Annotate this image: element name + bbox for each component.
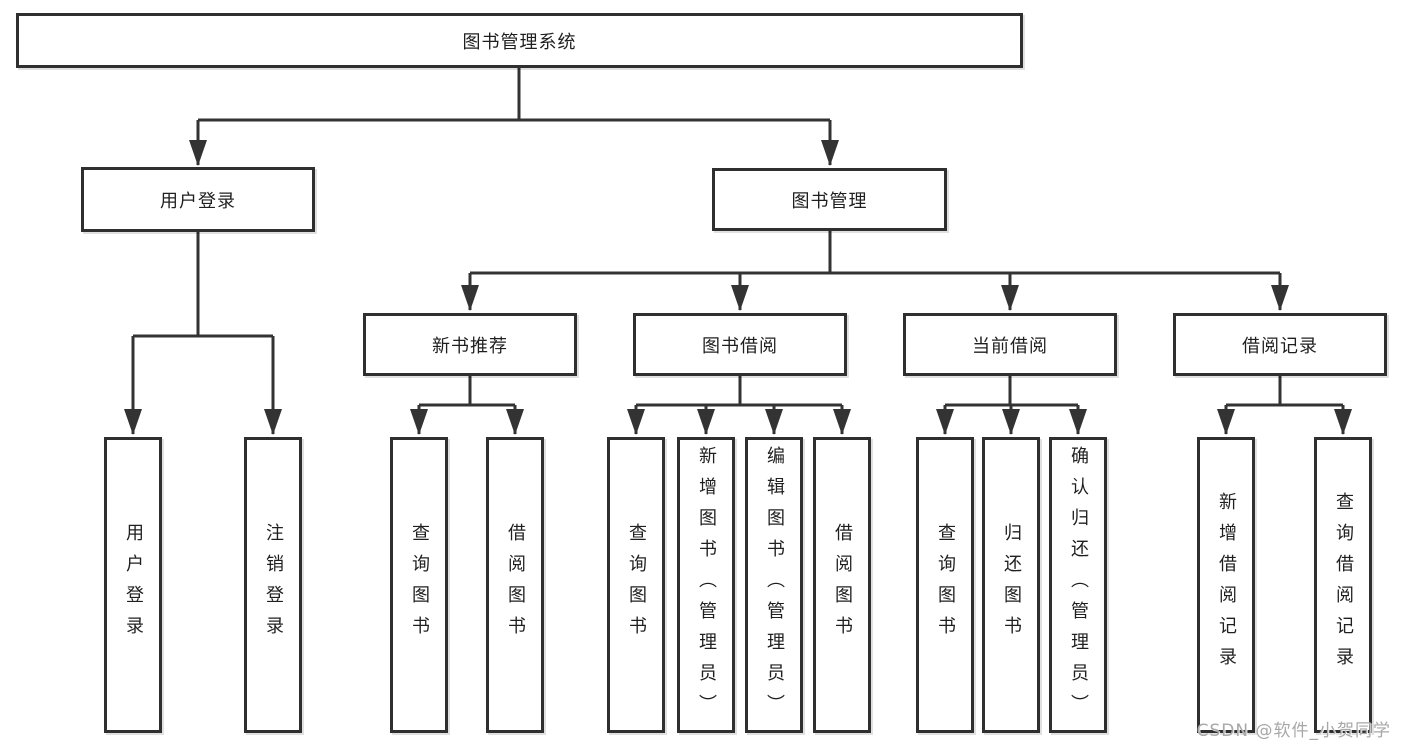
node-current-borrowing: 当前借阅 (903, 313, 1117, 376)
node-label: 编辑图书（管理员） (764, 445, 785, 725)
leaf-query-borrow-record: 查询借阅记录 (1314, 437, 1372, 733)
node-label: 归还图书 (1001, 523, 1022, 647)
leaf-logout: 注销登录 (244, 437, 302, 733)
csdn-watermark: CSDN @软件_小贺同学 (1196, 721, 1391, 741)
node-label: 新增图书（管理员） (696, 445, 717, 725)
node-label: 查询图书 (626, 523, 647, 647)
leaf-query-books-recommend: 查询图书 (390, 437, 448, 733)
node-label: 借阅图书 (505, 523, 526, 647)
node-book-borrowing: 图书借阅 (633, 313, 847, 376)
leaf-query-books-current: 查询图书 (916, 437, 974, 733)
node-new-book-recommend: 新书推荐 (363, 313, 577, 376)
node-label: 查询图书 (935, 523, 956, 647)
node-book-management: 图书管理 (712, 168, 947, 231)
leaf-return-books: 归还图书 (982, 437, 1040, 733)
leaf-add-borrow-record: 新增借阅记录 (1197, 437, 1255, 733)
node-label: 图书管理系统 (462, 31, 577, 53)
node-label: 图书借阅 (702, 335, 778, 357)
leaf-borrow-books: 借阅图书 (813, 437, 871, 733)
node-label: 借阅图书 (832, 523, 853, 647)
leaf-add-books-admin: 新增图书（管理员） (677, 437, 735, 733)
node-label: 确认归还（管理员） (1068, 445, 1089, 725)
leaf-borrow-books-recommend: 借阅图书 (486, 437, 544, 733)
node-label: 注销登录 (263, 523, 284, 647)
node-label: 查询图书 (409, 523, 430, 647)
node-label: 借阅记录 (1242, 335, 1318, 357)
node-label: 查询借阅记录 (1333, 492, 1354, 678)
leaf-edit-books-admin: 编辑图书（管理员） (745, 437, 803, 733)
node-label: 新增借阅记录 (1216, 492, 1237, 678)
leaf-user-login: 用户登录 (104, 437, 162, 733)
node-label: 图书管理 (791, 190, 868, 212)
leaf-confirm-return-admin: 确认归还（管理员） (1049, 437, 1107, 733)
node-label: 用户登录 (160, 190, 236, 212)
node-library-management-system: 图书管理系统 (16, 13, 1023, 68)
node-borrowing-records: 借阅记录 (1173, 313, 1387, 376)
node-label: 当前借阅 (972, 335, 1048, 357)
node-label: 新书推荐 (432, 335, 508, 357)
node-user-login: 用户登录 (81, 167, 315, 232)
leaf-query-books-borrow: 查询图书 (607, 437, 665, 733)
node-label: 用户登录 (123, 523, 144, 647)
